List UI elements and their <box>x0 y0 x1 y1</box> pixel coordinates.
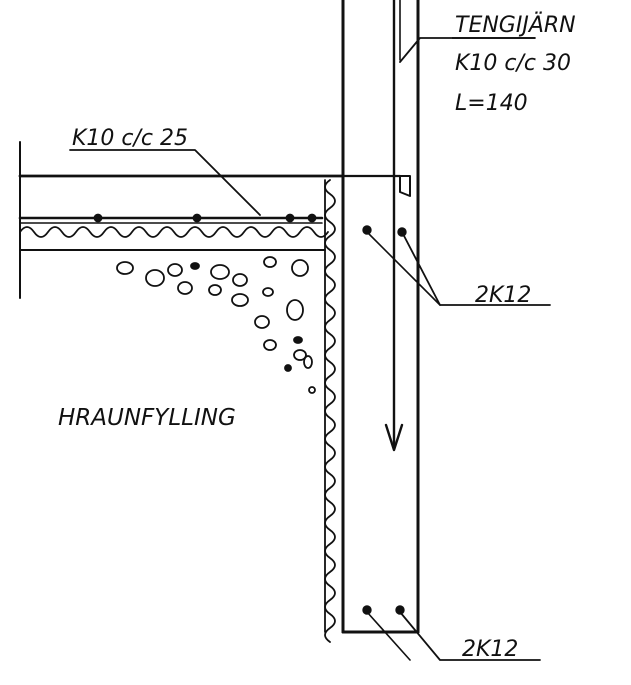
fill-material-label: HRAUNFYLLING <box>58 405 236 431</box>
wall-insulation <box>324 179 336 643</box>
dowel-title-label: TENGIJÄRN <box>455 12 576 38</box>
slab-reinforcement <box>18 213 324 224</box>
leader-lines <box>69 37 551 661</box>
bars-lower-label: 2K12 <box>462 637 518 662</box>
foundation-wall <box>341 0 420 634</box>
slab-insulation <box>19 226 329 238</box>
dowel-bar <box>384 0 404 452</box>
floor-slab <box>18 141 411 299</box>
wall-bars <box>362 225 441 661</box>
dowel-spec-label: K10 c/c 30 <box>455 51 571 76</box>
bars-upper-label: 2K12 <box>475 283 531 308</box>
dowel-length-label: L=140 <box>455 91 528 116</box>
slab-rebar-label: K10 c/c 25 <box>72 126 188 151</box>
gravel-fill <box>116 256 316 394</box>
